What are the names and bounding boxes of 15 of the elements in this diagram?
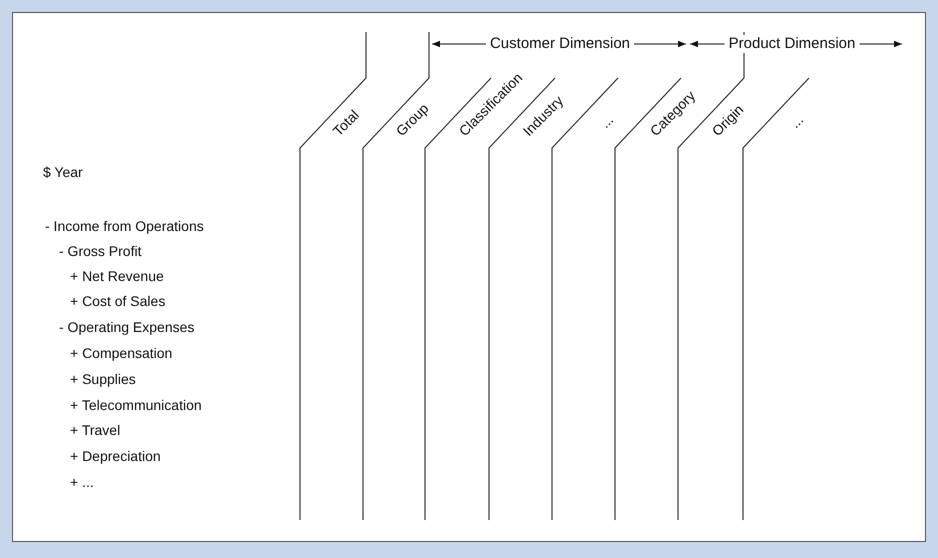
- row-label: + Telecommunication: [70, 396, 202, 414]
- row-label: + Cost of Sales: [70, 292, 166, 310]
- row-label: + Net Revenue: [70, 267, 164, 285]
- row-label: - Gross Profit: [59, 242, 142, 260]
- column-header: ...: [786, 111, 806, 131]
- row-label: $ Year: [43, 163, 83, 181]
- column-header: ...: [596, 111, 616, 131]
- row-label: + Compensation: [70, 344, 172, 362]
- row-label: - Income from Operations: [45, 217, 204, 235]
- row-label: + ...: [70, 473, 94, 491]
- row-label: - Operating Expenses: [59, 318, 194, 336]
- dimension-label: Product Dimension: [724, 35, 860, 53]
- row-label: + Supplies: [70, 370, 136, 388]
- row-label: + Depreciation: [70, 447, 161, 465]
- row-label: + Travel: [70, 421, 120, 439]
